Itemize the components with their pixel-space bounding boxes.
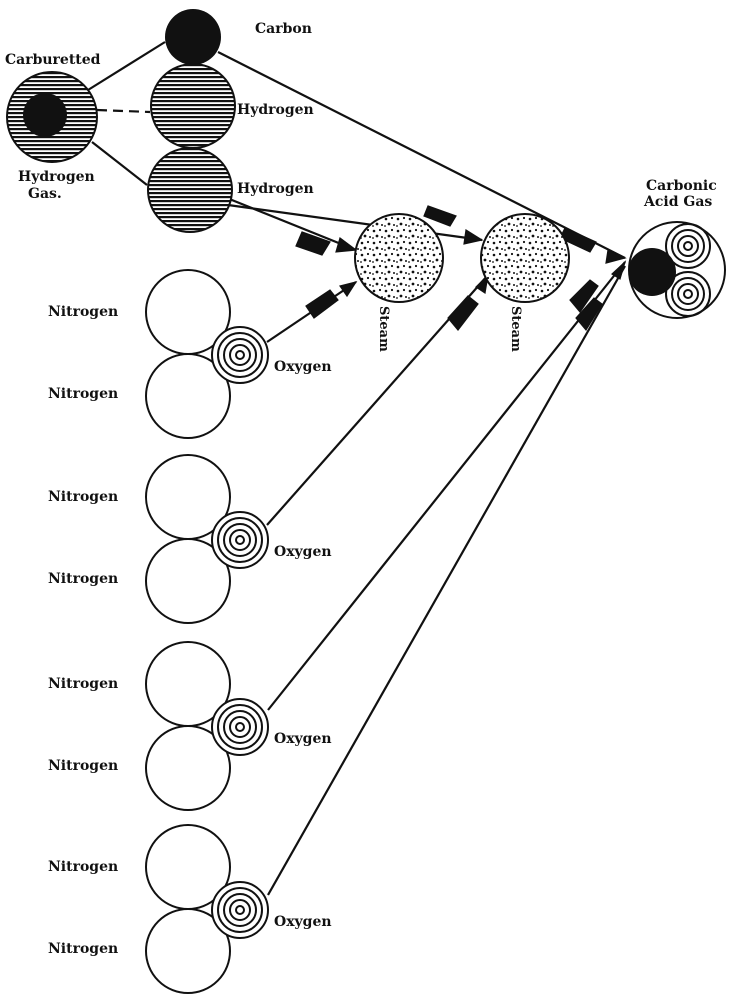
hydrogen-atom-2 xyxy=(147,147,233,233)
oxygen-atom xyxy=(211,511,269,569)
arrow-feather xyxy=(295,231,331,256)
arrow-feather xyxy=(575,297,603,332)
steam-molecule-2 xyxy=(480,213,570,303)
carbon-atom xyxy=(165,9,221,65)
arrow-feather xyxy=(447,295,479,331)
carbonic-acid-gas-molecule xyxy=(628,221,726,319)
arrow-head xyxy=(605,249,627,264)
oxygen-atom xyxy=(211,698,269,756)
arrow-head xyxy=(475,273,489,295)
nitrogen-label-bottom: Nitrogen xyxy=(48,571,118,587)
nitrogen-atom-bottom xyxy=(145,725,231,811)
acid-gas-label: Acid Gas xyxy=(643,194,712,210)
oxygen-atom xyxy=(211,326,269,384)
nitrogen-atom-bottom xyxy=(145,353,231,439)
oxygen-atom xyxy=(211,881,269,939)
gas-label: Gas. xyxy=(28,186,62,202)
carburetted-hydrogen-molecule xyxy=(6,71,98,163)
carburetted-label: Carburetted xyxy=(5,52,101,68)
arrow-head xyxy=(339,281,358,298)
oxygen-label: Oxygen xyxy=(274,359,332,375)
nitrogen-atom-bottom xyxy=(145,908,231,994)
reaction-lines xyxy=(87,41,626,896)
carbonic-label: Carbonic xyxy=(646,178,717,194)
oxygen-rings xyxy=(665,223,711,317)
hydrogen-label-2: Hydrogen xyxy=(237,181,314,197)
nitrogen-label-bottom: Nitrogen xyxy=(48,386,118,402)
steam-molecule-1 xyxy=(354,213,444,303)
arrow-head xyxy=(463,229,484,245)
steam-label-2: Steam xyxy=(508,306,523,352)
hydrogen-label-1: Hydrogen xyxy=(237,102,314,118)
arrow-feather xyxy=(423,205,457,227)
carbon-label: Carbon xyxy=(255,21,312,37)
nitrogen-label-top: Nitrogen xyxy=(48,676,118,692)
nitrogen-label-top: Nitrogen xyxy=(48,489,118,505)
oxygen-label: Oxygen xyxy=(274,731,332,747)
nitrogen-label-bottom: Nitrogen xyxy=(48,941,118,957)
nitrogen-atom-bottom xyxy=(145,538,231,624)
oxygen-label: Oxygen xyxy=(274,914,332,930)
steam-label-1: Steam xyxy=(376,306,391,352)
nitrogen-label-bottom: Nitrogen xyxy=(48,758,118,774)
arrow-feather xyxy=(305,289,339,319)
air-groups: NitrogenOxygenNitrogenNitrogenOxygenNitr… xyxy=(48,269,332,994)
nitrogen-label-top: Nitrogen xyxy=(48,304,118,320)
arrow-head xyxy=(335,236,358,253)
nitrogen-label-top: Nitrogen xyxy=(48,859,118,875)
arrow-head xyxy=(611,260,627,280)
hydrogen-gas-label: Hydrogen xyxy=(18,169,95,185)
arrow-feathers xyxy=(295,205,627,332)
hydrogen-atom-1 xyxy=(150,63,236,149)
arrow-feather xyxy=(569,279,599,313)
oxygen-label: Oxygen xyxy=(274,544,332,560)
